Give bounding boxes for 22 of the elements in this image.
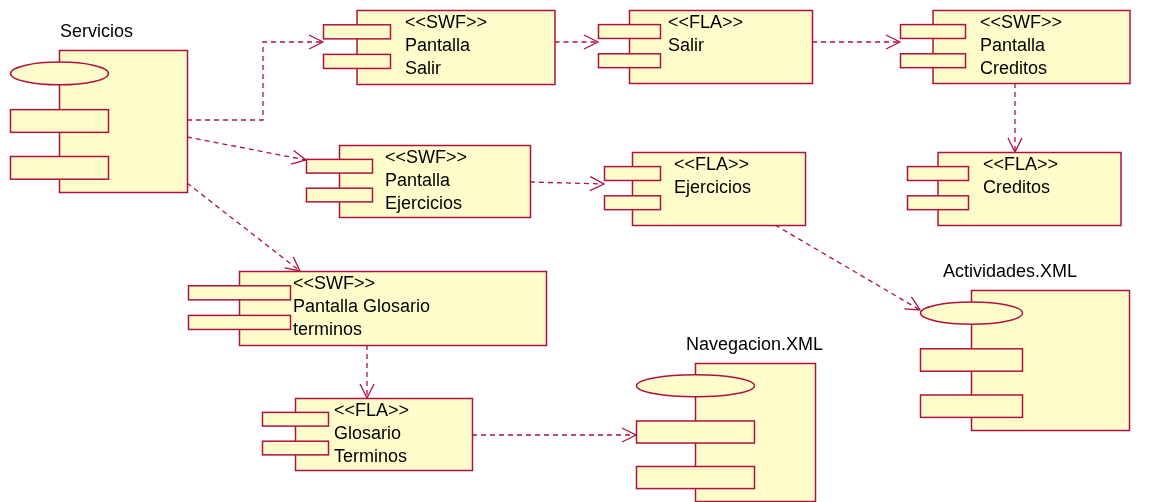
component-name: Pantalla Glosario terminos	[293, 295, 432, 341]
stereotype-label: <<FLA>>	[668, 11, 745, 34]
stereotype-label: <<SWF>>	[980, 11, 1064, 34]
stereotype-label: <<FLA>>	[334, 399, 411, 422]
stereotype-label: <<SWF>>	[293, 272, 377, 295]
component-name: Pantalla Creditos	[980, 34, 1049, 80]
component-name: Actividades.XML	[943, 260, 1078, 282]
dependency-arrow	[774, 224, 921, 311]
component-name: Salir	[668, 34, 705, 57]
dependency-arrow	[359, 344, 375, 399]
component-name: Navegacion.XML	[686, 333, 824, 355]
component-name: Glosario Terminos	[334, 422, 409, 468]
stereotype-label: <<SWF>>	[405, 11, 489, 34]
component-name: Creditos	[983, 176, 1052, 199]
component-name: Pantalla Ejercicios	[385, 169, 464, 215]
stereotype-label: <<FLA>>	[983, 153, 1060, 176]
stereotype-label: <<FLA>>	[674, 153, 751, 176]
component-name: Ejercicios	[674, 176, 753, 199]
stereotype-label: <<SWF>>	[385, 146, 469, 169]
component-name: Servicios	[60, 20, 134, 42]
dependency-arrow	[1007, 82, 1023, 153]
component-name: Pantalla Salir	[405, 34, 472, 80]
